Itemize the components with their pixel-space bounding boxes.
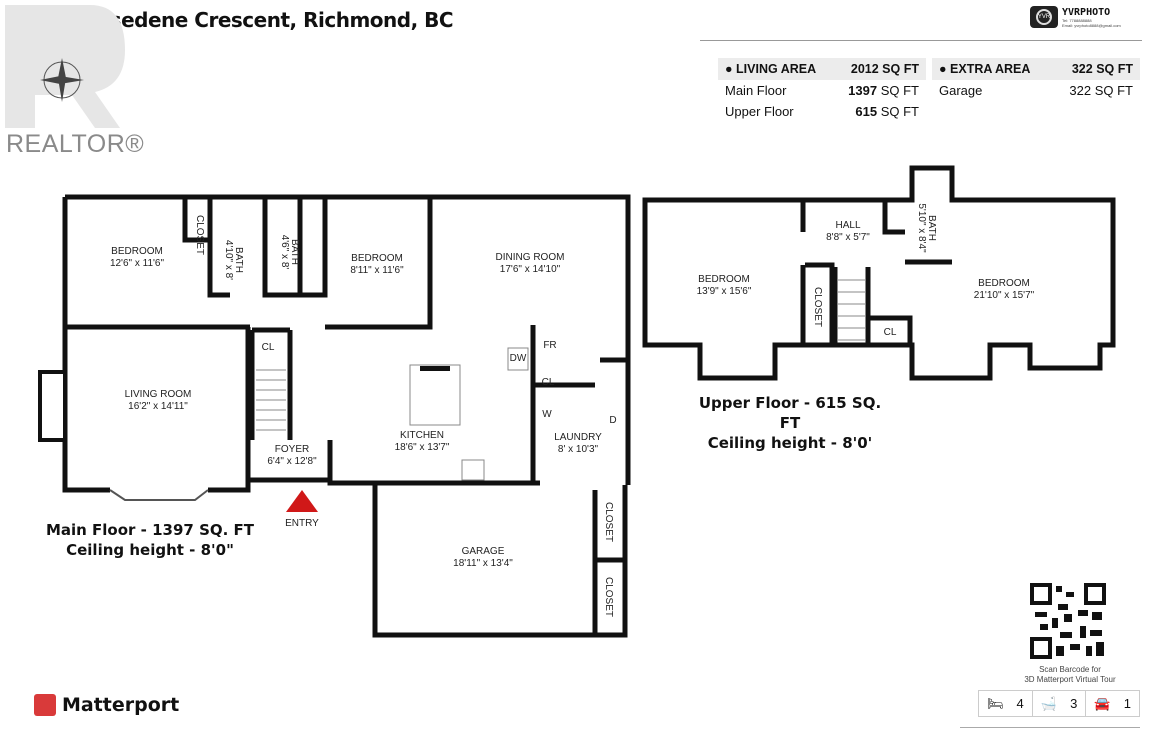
upper-floor-caption: Upper Floor - 615 SQ. FT Ceiling height …	[698, 394, 882, 452]
compass-icon	[40, 58, 84, 102]
photographer-tel: Tel: 7788888888	[1062, 17, 1092, 23]
svg-text:BATH: BATH	[233, 247, 244, 273]
entry-arrow-icon	[286, 490, 318, 512]
realtor-r-mark	[5, 5, 125, 128]
svg-text:DINING ROOM: DINING ROOM	[496, 252, 565, 263]
svg-text:4'6" x 8': 4'6" x 8'	[279, 235, 290, 270]
svg-text:D: D	[609, 415, 616, 426]
svg-text:8'11" x 11'6": 8'11" x 11'6"	[350, 265, 404, 276]
svg-text:LAUNDRY: LAUNDRY	[554, 432, 602, 443]
svg-text:4'10" x 8': 4'10" x 8'	[223, 240, 234, 280]
svg-text:17'6" x 14'10": 17'6" x 14'10"	[500, 264, 561, 275]
bathtub-icon: 🛁	[1040, 695, 1057, 711]
svg-text:CL: CL	[884, 327, 897, 338]
svg-text:BATH: BATH	[926, 215, 937, 241]
svg-text:CLOSET: CLOSET	[603, 577, 614, 617]
svg-text:BEDROOM: BEDROOM	[698, 274, 750, 285]
svg-text:CLOSET: CLOSET	[194, 215, 205, 255]
svg-text:5'10" x 8'4": 5'10" x 8'4"	[916, 203, 927, 253]
bed-icon: 🛏	[987, 695, 1004, 711]
svg-text:8' x 10'3": 8' x 10'3"	[558, 444, 599, 455]
divider	[960, 727, 1140, 728]
upper-stairs	[838, 279, 866, 341]
svg-text:W: W	[542, 409, 552, 420]
stat-bedrooms: 🛏4	[979, 691, 1033, 716]
photographer-logo: YVR YVRPHOTO Tel: 7788888888 Email: yvrp…	[1030, 6, 1121, 28]
entry-label: ENTRY	[285, 518, 319, 529]
matterport-logo: Matterport	[34, 694, 179, 716]
fireplace	[38, 370, 67, 442]
svg-text:CL: CL	[542, 377, 555, 388]
main-floor-caption: Main Floor - 1397 SQ. FT Ceiling height …	[45, 521, 255, 559]
upper-floor-walls	[642, 165, 1116, 381]
upper-floor-labels: BEDROOM 13'9" x 15'6" HALL 8'8" x 5'7" B…	[697, 203, 1035, 338]
svg-text:DW: DW	[510, 353, 527, 364]
svg-text:12'6" x 11'6": 12'6" x 11'6"	[110, 258, 165, 269]
main-floor-labels: BEDROOM 12'6" x 11'6" CLOSET BATH 4'10" …	[110, 215, 617, 617]
svg-text:CLOSET: CLOSET	[812, 287, 823, 327]
camera-icon: YVR	[1030, 6, 1058, 28]
matterport-icon	[34, 694, 56, 716]
svg-text:FR: FR	[543, 340, 556, 351]
realtor-logo	[0, 0, 135, 160]
svg-text:HALL: HALL	[835, 220, 860, 231]
svg-text:FOYER: FOYER	[275, 444, 309, 455]
stat-bathrooms: 🛁3	[1033, 691, 1087, 716]
stove	[461, 459, 485, 481]
svg-text:BATH: BATH	[289, 239, 300, 265]
svg-text:18'11" x 13'4": 18'11" x 13'4"	[453, 558, 513, 569]
stairs	[256, 369, 286, 431]
svg-text:21'10" x 15'7": 21'10" x 15'7"	[974, 290, 1035, 301]
svg-text:GARAGE: GARAGE	[462, 546, 505, 557]
svg-text:18'6" x 13'7": 18'6" x 13'7"	[395, 442, 450, 453]
svg-text:6'4" x 12'8": 6'4" x 12'8"	[267, 456, 317, 467]
bay-window	[109, 489, 209, 501]
car-icon: 🚘	[1094, 695, 1111, 711]
svg-text:8'8" x 5'7": 8'8" x 5'7"	[826, 232, 870, 243]
svg-text:CL: CL	[262, 342, 275, 353]
main-floor-walls	[62, 194, 631, 638]
property-stats: 🛏4 🛁3 🚘1	[978, 690, 1140, 717]
svg-text:KITCHEN: KITCHEN	[400, 430, 444, 441]
qr-caption: Scan Barcode for 3D Matterport Virtual T…	[1024, 665, 1116, 684]
svg-text:BEDROOM: BEDROOM	[351, 253, 403, 264]
svg-text:BEDROOM: BEDROOM	[111, 246, 163, 257]
qr-code[interactable]	[1030, 583, 1106, 659]
svg-text:16'2" x 14'11": 16'2" x 14'11"	[128, 401, 188, 412]
stat-parking: 🚘1	[1094, 695, 1132, 712]
photographer-email: Email: yvrphoto8888@gmail.com	[1062, 22, 1121, 28]
photographer-brand: YVRPHOTO	[1062, 6, 1111, 18]
svg-text:LIVING ROOM: LIVING ROOM	[125, 389, 192, 400]
svg-text:13'9" x 15'6": 13'9" x 15'6"	[697, 286, 752, 297]
divider	[700, 40, 1142, 41]
fixtures	[256, 347, 529, 481]
svg-text:BEDROOM: BEDROOM	[978, 278, 1030, 289]
realtor-wordmark: REALTOR®	[6, 130, 145, 158]
svg-text:CLOSET: CLOSET	[603, 502, 614, 542]
